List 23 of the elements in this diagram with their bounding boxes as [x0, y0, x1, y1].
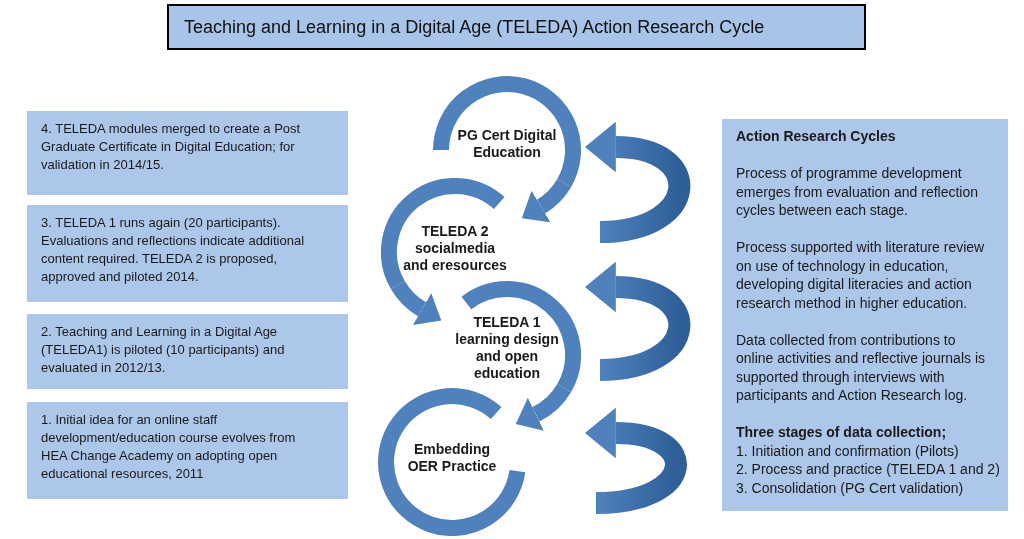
description-text: 4. TELEDA modules merged to create a Post Graduate Certificate in Digital Education; for validation in 2014/15.	[41, 120, 302, 174]
stage-label: PG Cert Digital Education	[456, 127, 558, 161]
list-item: 1. Initiation and confirmation (Pilots)	[736, 441, 960, 460]
cycle-ring	[378, 388, 526, 536]
stage-label: TELEDA 2 socialmedia and eresources	[402, 222, 508, 274]
stage-label: Embedding OER Practice	[406, 441, 498, 475]
list-heading: Three stages of data collection;	[736, 423, 948, 442]
description-text: 2. Teaching and Learning in a Digital Age (TELEDA1) is piloted (10 participants) and evaluated in 2012/13.	[41, 323, 286, 377]
description-text: 1. Initial idea for an online staff development/education course evolves from HEA Change Academy on adopting open educational resources, 2011	[41, 411, 297, 483]
panel-heading: Action Research Cycles	[736, 127, 897, 146]
description-text: 3. TELEDA 1 runs again (20 participants). Evaluations and reflections indicate additional content required. TELEDA 2 is proposed, approved and piloted 2014.	[41, 214, 306, 286]
stage-label: TELEDA 1 learning design and open education	[454, 314, 560, 382]
stage-description-box	[27, 205, 348, 302]
info-panel	[722, 119, 1008, 511]
list-item: 2. Process and practice (TELEDA 1 and 2)	[736, 460, 1001, 479]
panel-paragraph: Data collected from contributions to online activities and reflective journals is supported through interviews with participants and Action Research log.	[736, 330, 986, 405]
list-item: 3. Consolidation (PG Cert validation)	[736, 478, 965, 497]
panel-paragraph: Process of programme development emerges from evaluation and reflection cycles between each stage.	[736, 164, 980, 220]
title-banner: Teaching and Learning in a Digital Age (TELEDA) Action Research Cycle	[167, 4, 866, 50]
stage-description-box	[27, 314, 348, 389]
stage-description-box	[27, 111, 348, 195]
panel-paragraph: Process supported with literature review on use of technology in education, developing digital literacies and action research method in higher education.	[736, 238, 986, 312]
stage-description-box	[27, 402, 348, 499]
